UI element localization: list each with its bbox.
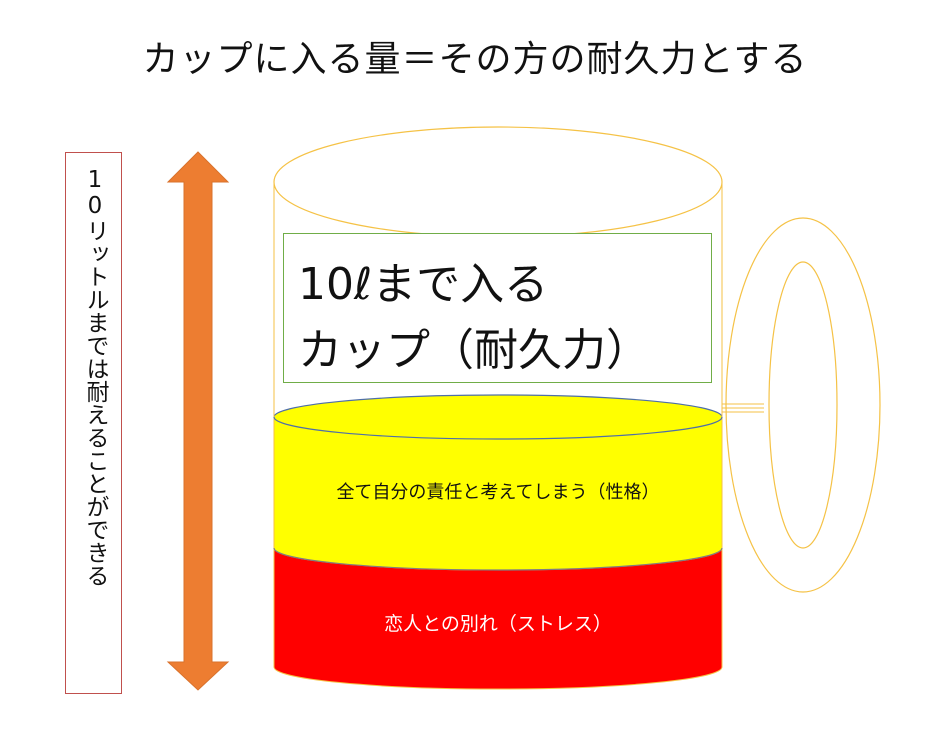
stress-layer-label: 恋人との別れ（ストレス） [384,613,612,635]
capacity-note-text: 10リットルまでは耐えることができる [82,167,108,587]
slide-title: カップに入る量＝その方の耐久力とする [142,39,808,80]
personality-layer-label: 全て自分の責任と考えてしまう（性格） [336,482,660,503]
capacity-note-box: 10リットルまでは耐えることができる [65,152,122,694]
cup-rim [273,126,723,238]
cup-handle-inner [768,261,838,549]
cup-capacity-label: 10ℓまで入る カップ（耐久力） [283,233,712,383]
capacity-arrow [166,151,230,691]
red-layer-body [273,547,723,690]
cup-handle-outer [725,217,881,593]
cup-capacity-line2: カップ（耐久力） [298,325,650,376]
capacity-note-wrap: 10リットルまでは耐えることができる [80,167,110,687]
yellow-layer-top [273,394,723,440]
layer-boundary [273,547,723,571]
cup-capacity-line1: 10ℓまで入る [298,259,549,310]
